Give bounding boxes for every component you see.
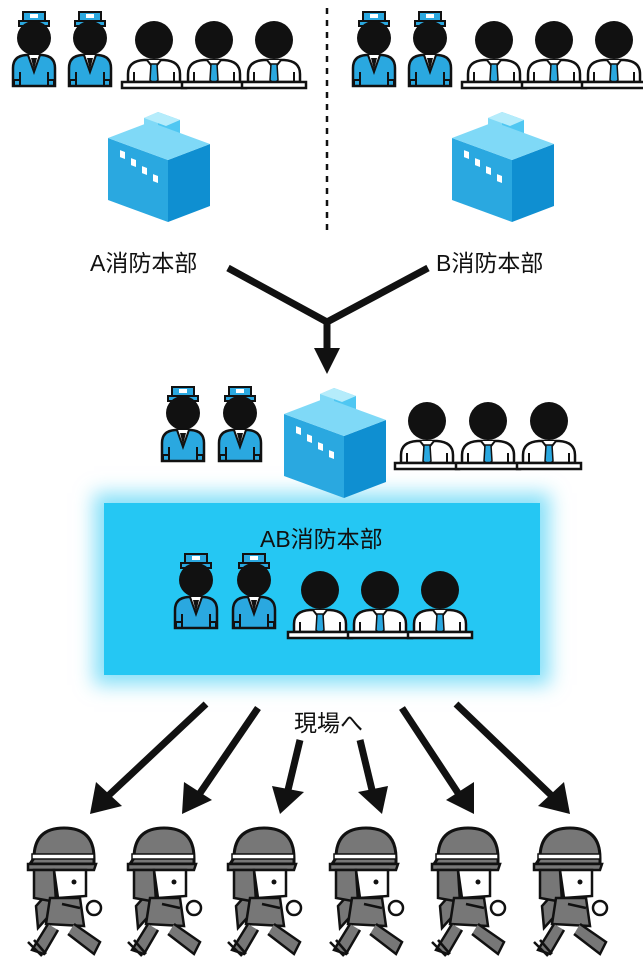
a-hq-label: A消防本部 [90,250,198,276]
b-staff-group [351,10,643,90]
firefighter-icon [328,826,405,958]
firefighter-icon [26,826,103,958]
dispatch-arrow [195,706,261,798]
clerk-icon [120,19,188,90]
dispatch-arrow [356,739,376,791]
firefighter-icon [126,826,203,958]
clerk-icon [460,19,528,90]
b-building-icon [452,112,554,222]
clerk-icon [454,400,522,471]
dispatch-arrowheads [90,782,570,814]
dispatcher-icon [231,552,277,630]
dispatcher-icon [407,10,453,88]
dispatch-arrows [105,701,555,799]
clerk-icon [180,19,248,90]
clerk-icon [240,19,308,90]
ab-building-icon [284,388,386,498]
clerk-icon [393,400,461,471]
dispatcher-icon [351,10,397,88]
dispatcher-icon [67,10,113,88]
clerk-icon [515,400,583,471]
dispatcher-icon [11,10,57,88]
merge-arrow [226,264,430,352]
a-staff-group [11,10,308,90]
firefighter-icon [430,826,507,958]
dispatch-arrow [453,701,555,799]
merge-arrow-head [314,348,340,374]
dispatcher-icon [217,385,263,463]
to-site-label: 現場へ [294,710,363,736]
dispatch-arrow [284,739,304,791]
ab-hq-label: AB消防本部 [260,526,383,552]
dispatcher-icon [173,552,219,630]
clerk-icon [406,569,474,640]
firefighter-icon [532,826,609,958]
dispatch-arrow [105,701,209,799]
a-building-icon [108,112,210,222]
clerk-icon [520,19,588,90]
clerk-icon [580,19,643,90]
clerk-icon [286,569,354,640]
b-hq-label: B消防本部 [436,250,544,276]
dispatch-arrow [399,706,463,798]
clerk-icon [346,569,414,640]
firefighter-icon [226,826,303,958]
dispatcher-icon [160,385,206,463]
